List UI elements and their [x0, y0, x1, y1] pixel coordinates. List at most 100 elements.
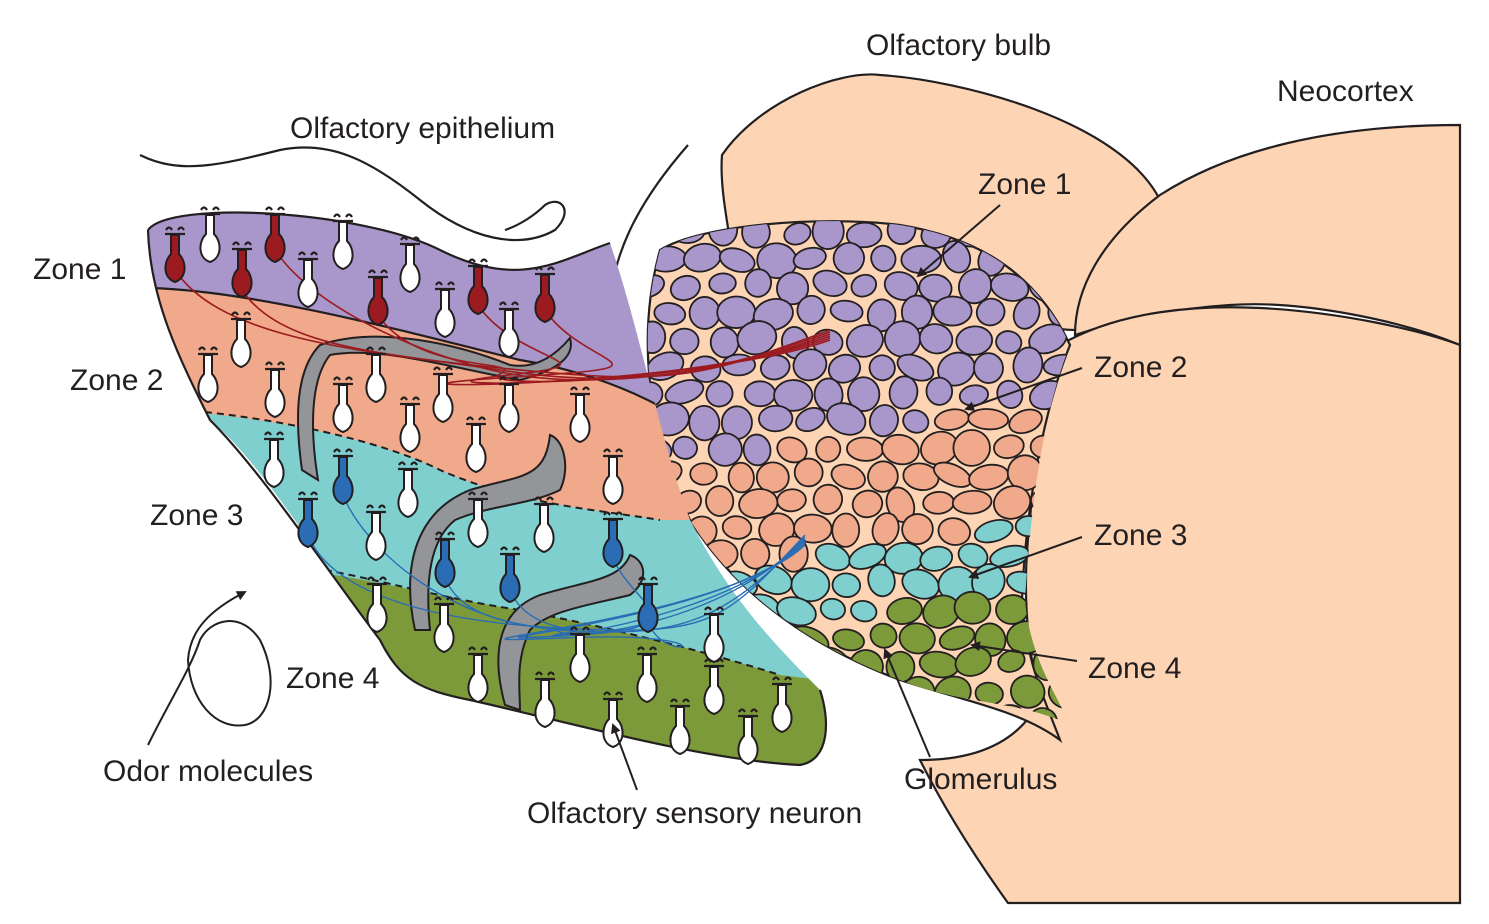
label-bulb-zone3: Zone 3 — [1094, 519, 1187, 552]
sensory-neuron — [636, 646, 658, 704]
nasal-cavity-top-line — [139, 146, 566, 242]
glomerulus — [705, 485, 735, 517]
glomerulus — [832, 241, 865, 275]
glomerulus — [792, 246, 827, 271]
duct-2 — [409, 433, 567, 631]
label-olfactory-epithelium: Olfactory epithelium — [290, 112, 555, 145]
glomerulus — [963, 708, 991, 725]
epithelium-zone4-fill — [148, 570, 826, 766]
sensory-neuron — [467, 491, 489, 549]
glomerulus — [954, 646, 992, 677]
glomerulus — [688, 404, 721, 442]
glomerulus — [811, 221, 845, 250]
glomerulus — [688, 296, 721, 330]
sensory-neuron — [499, 546, 521, 604]
glomerulus — [850, 273, 878, 298]
odor-path-icon — [147, 591, 272, 746]
sensory-neuron — [297, 491, 319, 549]
glomerulus — [647, 320, 667, 354]
sensory-neuron — [264, 206, 286, 264]
labels: Olfactory epithelium Olfactory bulb Neoc… — [33, 29, 1414, 830]
glomerulus — [831, 512, 861, 548]
glomerulus — [832, 628, 865, 652]
axon-zone3 — [509, 540, 806, 637]
glomerulus — [918, 700, 954, 725]
label-epithelium-zone3: Zone 3 — [150, 499, 243, 532]
sensory-neuron — [365, 346, 387, 404]
glomerulus — [830, 463, 866, 490]
sensory-neuron — [164, 226, 186, 284]
glomerulus — [898, 622, 936, 655]
glomerulus — [850, 599, 878, 623]
sensory-neuron — [399, 396, 421, 454]
glomerulus — [919, 545, 954, 572]
sensory-neuron — [264, 361, 286, 419]
glomerulus — [827, 353, 862, 384]
glomerulus — [689, 462, 718, 486]
label-odor-molecules: Odor molecules — [103, 755, 313, 788]
glomerulus — [973, 519, 1014, 544]
label-bulb-zone1: Zone 1 — [978, 168, 1071, 201]
glomerulus — [847, 376, 881, 412]
glomerulus — [995, 330, 1023, 355]
sensory-neuron — [433, 596, 455, 654]
glomerulus — [669, 327, 700, 356]
glomerulus — [783, 222, 812, 246]
glomerulus — [721, 515, 753, 540]
bulb-zone4-arrow — [970, 641, 1078, 662]
label-epithelium-zone2: Zone 2 — [70, 364, 163, 397]
axon-zone1 — [446, 309, 831, 386]
neocortex-upper — [1073, 123, 1462, 347]
glomerulus — [826, 402, 867, 436]
bulb-zone2-arrow — [964, 367, 1083, 412]
sensory-neuron — [231, 241, 253, 299]
sensory-neuron — [771, 676, 793, 734]
glomerulus — [901, 568, 940, 600]
glomerulus — [883, 271, 919, 301]
glomerulus — [727, 461, 755, 494]
glomerulus — [776, 596, 817, 627]
glomerulus — [967, 408, 1010, 431]
glomerulus — [902, 462, 940, 491]
sensory-neuron — [230, 311, 252, 369]
glomerulus — [653, 302, 687, 326]
label-bulb-zone2: Zone 2 — [1094, 351, 1187, 384]
glomerulus — [758, 404, 794, 433]
sensory-neuron — [534, 671, 556, 729]
glomerulus — [742, 433, 772, 467]
glomerulus — [900, 294, 934, 330]
label-glomerulus: Glomerulus — [904, 763, 1057, 796]
glomerulus — [900, 244, 943, 275]
glomerulus — [776, 436, 808, 464]
label-epithelium-zone4: Zone 4 — [286, 662, 379, 695]
glomerulus — [937, 517, 971, 546]
glomerulus — [707, 432, 743, 467]
duct-3 — [497, 553, 645, 712]
sensory-neuron — [498, 301, 520, 359]
glomerulus — [796, 294, 826, 325]
glomerulus — [932, 295, 973, 327]
glomerulus — [869, 622, 898, 649]
glomerulus — [955, 325, 994, 356]
sensory-neuron — [703, 606, 725, 664]
glomerulus — [795, 407, 826, 433]
sensory-neuron — [332, 448, 354, 506]
epithelium-outline — [146, 211, 828, 767]
sensory-neuron — [197, 346, 219, 404]
sensory-neuron — [366, 576, 388, 634]
sensory-neuron — [602, 448, 624, 506]
glomerulus — [993, 485, 1032, 520]
glomerulus — [855, 706, 883, 725]
glomerulus — [975, 297, 1006, 327]
glomerulus — [736, 320, 778, 356]
glomerulus — [886, 597, 923, 625]
sensory-neuron — [397, 461, 419, 519]
glomerulus — [743, 380, 777, 408]
glomerulus — [990, 272, 1030, 302]
sensory-neuron — [467, 258, 489, 316]
glomerulus — [708, 272, 737, 295]
glomerulus — [868, 354, 896, 382]
sensory-neuron — [737, 708, 759, 766]
sensory-neuron — [332, 376, 354, 434]
